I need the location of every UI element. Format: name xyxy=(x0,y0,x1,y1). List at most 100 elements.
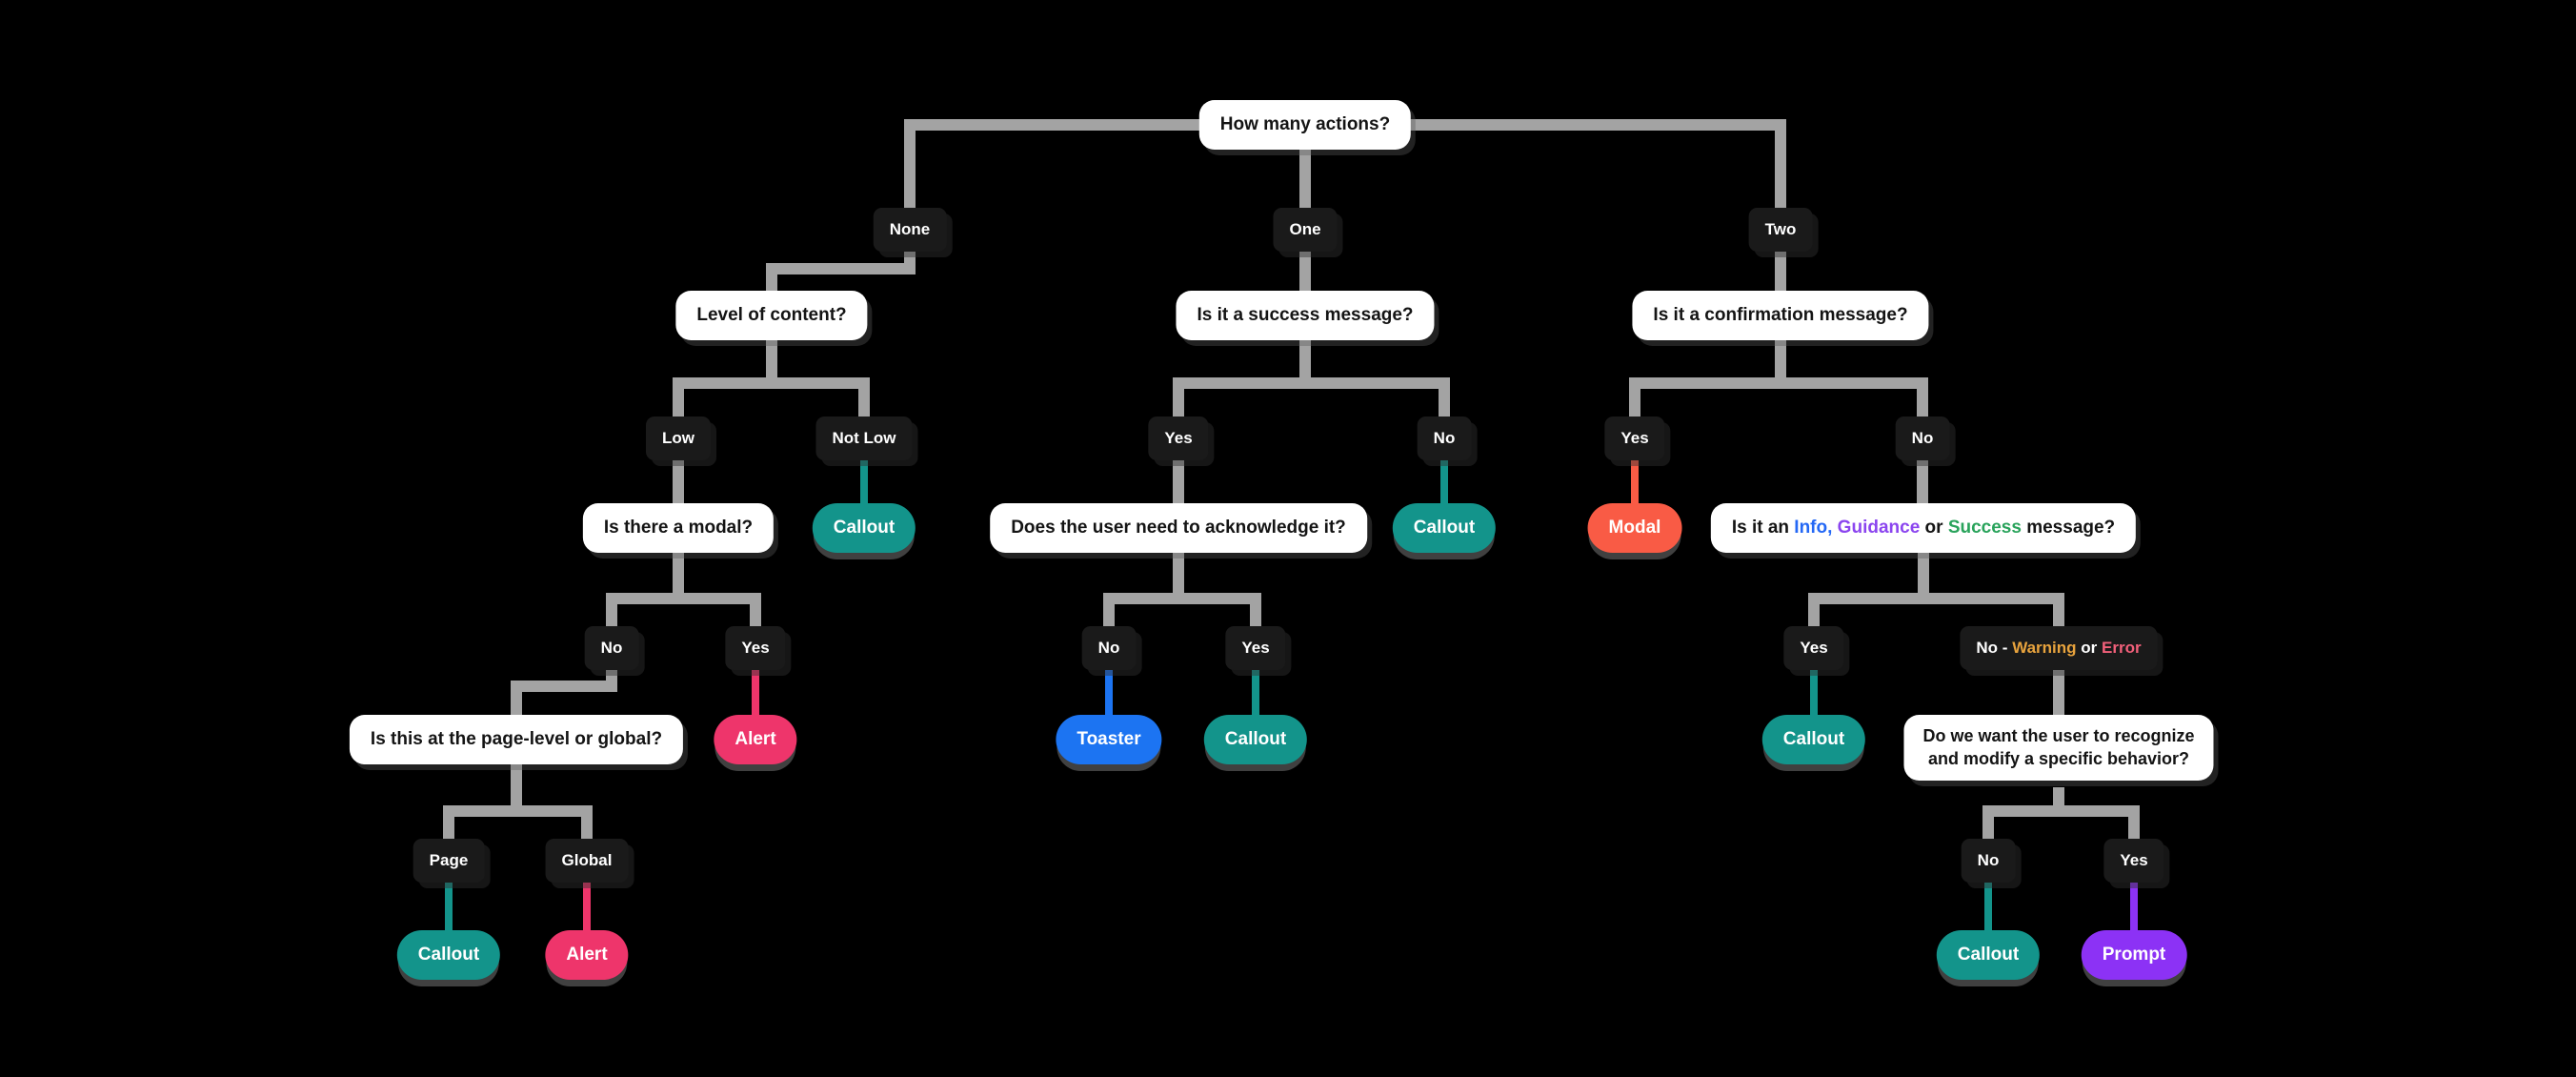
branch-label-behavior-yes: Yes xyxy=(2103,839,2164,883)
branch-label-success-yes: Yes xyxy=(1148,417,1209,460)
connector xyxy=(1173,553,1184,604)
outcome-pill-modal: Modal xyxy=(1587,503,1682,553)
connector xyxy=(1173,460,1184,503)
branch-label-no-warning-or-error: No - Warning or Error xyxy=(1960,626,2158,670)
behavior-q-line2: and modify a specific behavior? xyxy=(1927,749,2190,769)
branch-label-global: Global xyxy=(545,839,629,883)
info-q-success: Success xyxy=(1947,518,2022,538)
info-q-sep2: or xyxy=(1920,518,1948,538)
warn-label-mid: or xyxy=(2076,639,2103,657)
branch-label-confirm-no: No xyxy=(1895,417,1950,460)
outcome-pill-callout: Callout xyxy=(812,503,916,553)
info-q-prefix: Is it an xyxy=(1731,518,1795,538)
branch-label-ack-no: No xyxy=(1081,626,1137,670)
node-question-confirmation-message: Is it a confirmation message? xyxy=(1632,291,1929,340)
connector xyxy=(2053,787,2064,811)
behavior-q-line1: Do we want the user to recognize xyxy=(1922,726,2195,745)
node-question-acknowledge: Does the user need to acknowledge it? xyxy=(990,503,1367,553)
outcome-pill-alert: Alert xyxy=(545,930,629,980)
node-question-recognize-behavior: Do we want the user to recognize and mod… xyxy=(1903,715,2214,781)
warn-label-warning: Warning xyxy=(2012,639,2077,657)
branch-label-low: Low xyxy=(646,417,711,460)
branch-label-page: Page xyxy=(413,839,485,883)
connector xyxy=(1173,389,1184,417)
connector xyxy=(1103,593,1261,604)
connector-callout xyxy=(1440,460,1448,503)
connector xyxy=(511,681,522,715)
connector xyxy=(673,460,684,503)
branch-label-ack-yes: Yes xyxy=(1225,626,1286,670)
connector-callout xyxy=(860,460,868,503)
connector xyxy=(858,389,870,417)
connector xyxy=(1250,604,1261,626)
connector xyxy=(1439,389,1450,417)
connector xyxy=(1299,252,1311,291)
connector xyxy=(1808,593,2064,604)
connector xyxy=(2053,604,2064,626)
outcome-pill-prompt: Prompt xyxy=(2081,930,2187,980)
connector xyxy=(673,553,684,604)
branch-label-two: Two xyxy=(1748,208,1813,252)
connector-alert xyxy=(752,670,759,715)
info-q-guidance: Guidance xyxy=(1837,518,1921,538)
connector xyxy=(1982,805,2140,817)
node-question-level-of-content: Level of content? xyxy=(675,291,868,340)
connector xyxy=(904,119,916,208)
connector xyxy=(511,681,617,692)
connector xyxy=(1775,119,1786,208)
connector-callout xyxy=(1252,670,1259,715)
connector-callout xyxy=(1984,883,1992,930)
connector xyxy=(673,389,684,417)
connector-alert xyxy=(583,883,591,930)
branch-label-success-no: No xyxy=(1417,417,1472,460)
connector xyxy=(1917,389,1928,417)
info-q-suffix: message? xyxy=(2021,518,2116,538)
connector xyxy=(1173,377,1450,389)
connector xyxy=(581,817,593,839)
connector xyxy=(1918,553,1929,604)
connector xyxy=(1299,150,1311,208)
node-question-how-many-actions: How many actions? xyxy=(1198,100,1412,150)
branch-label-not-low: Not Low xyxy=(815,417,913,460)
connector-modal xyxy=(1631,460,1639,503)
connector xyxy=(766,263,916,274)
branch-label-modal-yes: Yes xyxy=(725,626,786,670)
branch-label-one: One xyxy=(1273,208,1338,252)
connector xyxy=(2128,817,2140,839)
connector xyxy=(2053,670,2064,715)
node-question-success-message: Is it a success message? xyxy=(1176,291,1435,340)
connector-callout xyxy=(1810,670,1818,715)
connector xyxy=(1808,604,1820,626)
warn-label-prefix: No - xyxy=(1976,639,2013,657)
connector xyxy=(673,377,870,389)
connector xyxy=(1629,377,1928,389)
branch-label-modal-no: No xyxy=(584,626,639,670)
connector-prompt xyxy=(2130,883,2138,930)
connector-toaster xyxy=(1105,670,1113,715)
connector xyxy=(1917,460,1928,503)
outcome-pill-callout: Callout xyxy=(1392,503,1497,553)
connector xyxy=(1775,340,1786,383)
node-question-info-guidance-success: Is it an Info, Guidance or Success messa… xyxy=(1710,503,2137,553)
info-q-info: Info, xyxy=(1794,518,1833,538)
connector xyxy=(1629,389,1640,417)
outcome-pill-callout: Callout xyxy=(396,930,501,980)
connector xyxy=(443,817,454,839)
connector xyxy=(1299,340,1311,383)
connector xyxy=(606,604,617,626)
connector xyxy=(511,764,522,811)
connector xyxy=(766,340,777,383)
connector xyxy=(443,805,593,817)
connector-callout xyxy=(445,883,453,930)
connector xyxy=(1982,817,1994,839)
branch-label-none: None xyxy=(873,208,947,252)
connector xyxy=(1103,604,1115,626)
connector xyxy=(766,263,777,291)
outcome-pill-alert: Alert xyxy=(714,715,797,764)
branch-label-behavior-no: No xyxy=(1961,839,2016,883)
connector xyxy=(606,593,761,604)
outcome-pill-callout: Callout xyxy=(1761,715,1866,764)
connector xyxy=(750,604,761,626)
outcome-pill-callout: Callout xyxy=(1203,715,1308,764)
